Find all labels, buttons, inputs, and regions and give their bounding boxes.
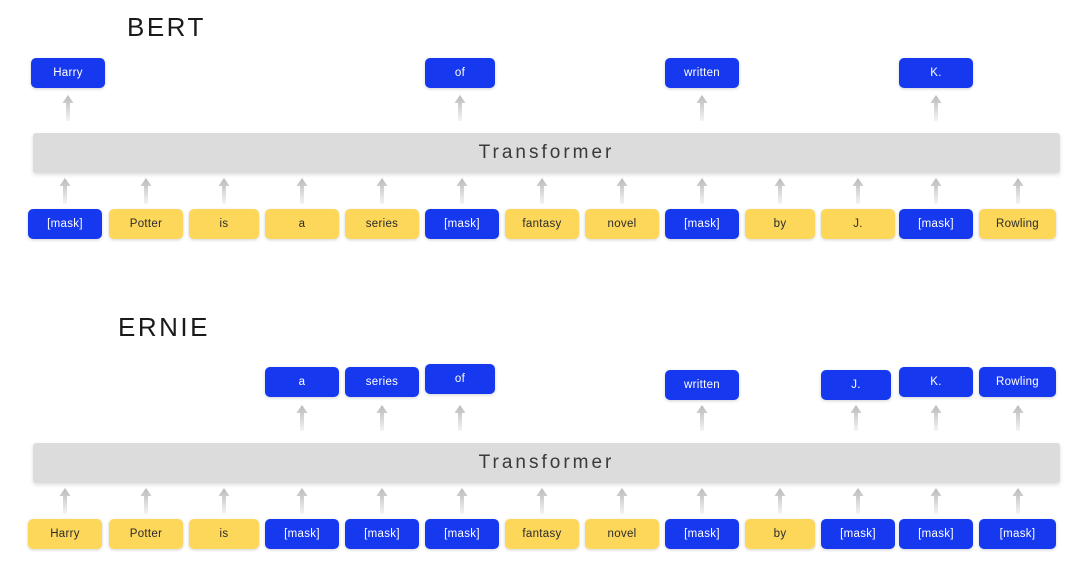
bert-input-token[interactable]: Rowling: [979, 209, 1056, 239]
ernie-input-token[interactable]: is: [189, 519, 259, 549]
up-arrow-icon: [929, 488, 943, 514]
up-arrow-icon: [295, 178, 309, 204]
ernie-input-token[interactable]: [mask]: [821, 519, 895, 549]
up-arrow-icon: [929, 95, 943, 121]
up-arrow-icon: [851, 178, 865, 204]
bert-transformer-label: Transformer: [478, 142, 615, 163]
bert-input-token[interactable]: [mask]: [425, 209, 499, 239]
ernie-output-token[interactable]: J.: [821, 370, 891, 400]
up-arrow-icon: [695, 405, 709, 431]
up-arrow-icon: [695, 488, 709, 514]
ernie-input-token[interactable]: [mask]: [979, 519, 1056, 549]
bert-title: BERT: [127, 12, 206, 42]
ernie-input-token[interactable]: fantasy: [505, 519, 579, 549]
ernie-output-token[interactable]: written: [665, 370, 739, 400]
bert-output-token[interactable]: written: [665, 58, 739, 88]
up-arrow-icon: [295, 488, 309, 514]
up-arrow-icon: [773, 178, 787, 204]
up-arrow-icon: [695, 95, 709, 121]
ernie-output-token[interactable]: series: [345, 367, 419, 397]
bert-input-token[interactable]: series: [345, 209, 419, 239]
up-arrow-icon: [217, 488, 231, 514]
ernie-output-arrows: [0, 0, 1080, 431]
bert-input-token[interactable]: is: [189, 209, 259, 239]
up-arrow-icon: [1011, 488, 1025, 514]
up-arrow-icon: [295, 405, 309, 431]
bert-input-token[interactable]: by: [745, 209, 815, 239]
up-arrow-icon: [851, 488, 865, 514]
up-arrow-icon: [58, 488, 72, 514]
bert-input-token[interactable]: [mask]: [665, 209, 739, 239]
ernie-transformer-label: Transformer: [478, 452, 615, 473]
ernie-input-arrows: [0, 0, 1080, 514]
up-arrow-icon: [849, 405, 863, 431]
bert-input-token[interactable]: novel: [585, 209, 659, 239]
ernie-section: ERNIE: [0, 290, 1080, 570]
up-arrow-icon: [453, 95, 467, 121]
bert-input-token[interactable]: Potter: [109, 209, 183, 239]
bert-input-token[interactable]: fantasy: [505, 209, 579, 239]
up-arrow-icon: [535, 178, 549, 204]
ernie-input-token[interactable]: by: [745, 519, 815, 549]
up-arrow-icon: [453, 405, 467, 431]
up-arrow-icon: [535, 488, 549, 514]
bert-output-token[interactable]: Harry: [31, 58, 105, 88]
ernie-input-token[interactable]: [mask]: [265, 519, 339, 549]
bert-output-token[interactable]: K.: [899, 58, 973, 88]
up-arrow-icon: [375, 488, 389, 514]
bert-transformer-block: Transformer: [33, 133, 1060, 173]
ernie-input-token[interactable]: [mask]: [665, 519, 739, 549]
ernie-input-token[interactable]: Potter: [109, 519, 183, 549]
up-arrow-icon: [375, 405, 389, 431]
up-arrow-icon: [773, 488, 787, 514]
bert-output-row: Harry of written K.: [0, 0, 1080, 88]
ernie-input-token[interactable]: [mask]: [425, 519, 499, 549]
up-arrow-icon: [217, 178, 231, 204]
up-arrow-icon: [61, 95, 75, 121]
ernie-title: ERNIE: [118, 312, 210, 342]
ernie-input-token[interactable]: [mask]: [899, 519, 973, 549]
ernie-transformer-block: Transformer: [33, 443, 1060, 483]
up-arrow-icon: [929, 178, 943, 204]
up-arrow-icon: [375, 178, 389, 204]
up-arrow-icon: [615, 488, 629, 514]
ernie-output-token[interactable]: a: [265, 367, 339, 397]
up-arrow-icon: [615, 178, 629, 204]
up-arrow-icon: [1011, 178, 1025, 204]
bert-input-token[interactable]: [mask]: [28, 209, 102, 239]
ernie-input-token[interactable]: [mask]: [345, 519, 419, 549]
bert-section: BERT Harry of written K. Transformer [mask]…: [0, 0, 1080, 239]
up-arrow-icon: [58, 178, 72, 204]
bert-input-token[interactable]: [mask]: [899, 209, 973, 239]
ernie-output-token[interactable]: K.: [899, 367, 973, 397]
up-arrow-icon: [139, 488, 153, 514]
bert-input-token[interactable]: J.: [821, 209, 895, 239]
ernie-output-token[interactable]: of: [425, 364, 495, 394]
up-arrow-icon: [455, 178, 469, 204]
bert-input-token[interactable]: a: [265, 209, 339, 239]
bert-output-arrows: [0, 0, 1080, 121]
up-arrow-icon: [455, 488, 469, 514]
ernie-input-token[interactable]: novel: [585, 519, 659, 549]
up-arrow-icon: [1011, 405, 1025, 431]
ernie-input-token[interactable]: Harry: [28, 519, 102, 549]
up-arrow-icon: [929, 405, 943, 431]
bert-input-arrows: [0, 0, 1080, 204]
bert-output-token[interactable]: of: [425, 58, 495, 88]
up-arrow-icon: [695, 178, 709, 204]
up-arrow-icon: [139, 178, 153, 204]
ernie-output-token[interactable]: Rowling: [979, 367, 1056, 397]
